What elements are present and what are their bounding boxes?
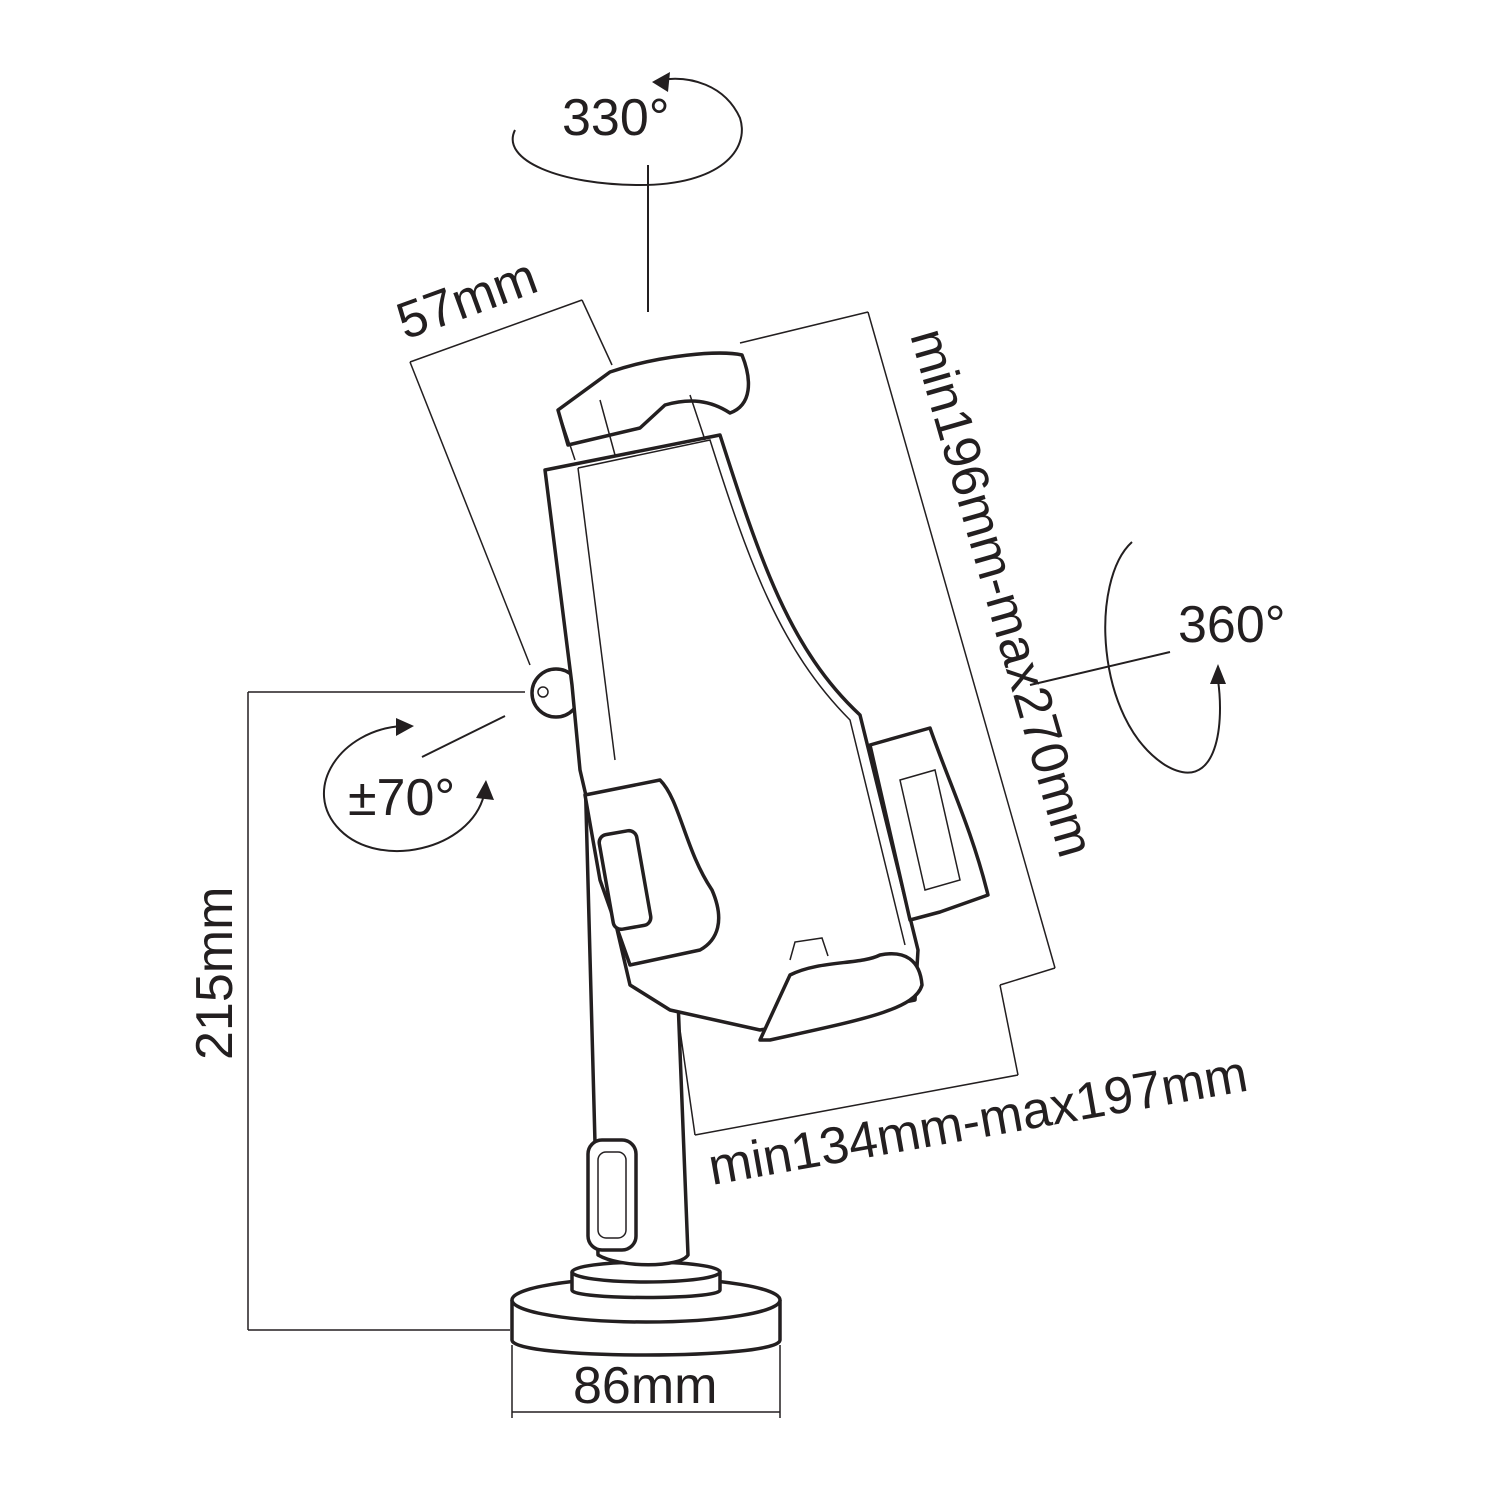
base-diameter-label: 86mm bbox=[573, 1357, 717, 1415]
swivel-angle-label: 330° bbox=[562, 89, 670, 147]
width-dimension-lines bbox=[679, 984, 1019, 1136]
stand-height-dimension-lines bbox=[247, 691, 525, 1331]
base-dimension-lines bbox=[511, 1345, 781, 1418]
tilt-indicator bbox=[322, 715, 506, 852]
stand-base bbox=[510, 1260, 782, 1357]
depth-label: 57mm bbox=[389, 247, 545, 351]
holder-width-label: min134mm-max197mm bbox=[704, 1045, 1252, 1197]
tablet-holder bbox=[543, 351, 990, 1042]
rotation-indicator bbox=[1029, 541, 1226, 774]
tilt-angle-label: ±70° bbox=[348, 769, 455, 827]
height-dimension-lines bbox=[739, 311, 1056, 986]
depth-dimension-lines bbox=[409, 299, 613, 666]
rotation-angle-label: 360° bbox=[1178, 596, 1286, 654]
swivel-rotation-indicator bbox=[511, 72, 743, 312]
stand-height-label: 215mm bbox=[186, 887, 244, 1060]
